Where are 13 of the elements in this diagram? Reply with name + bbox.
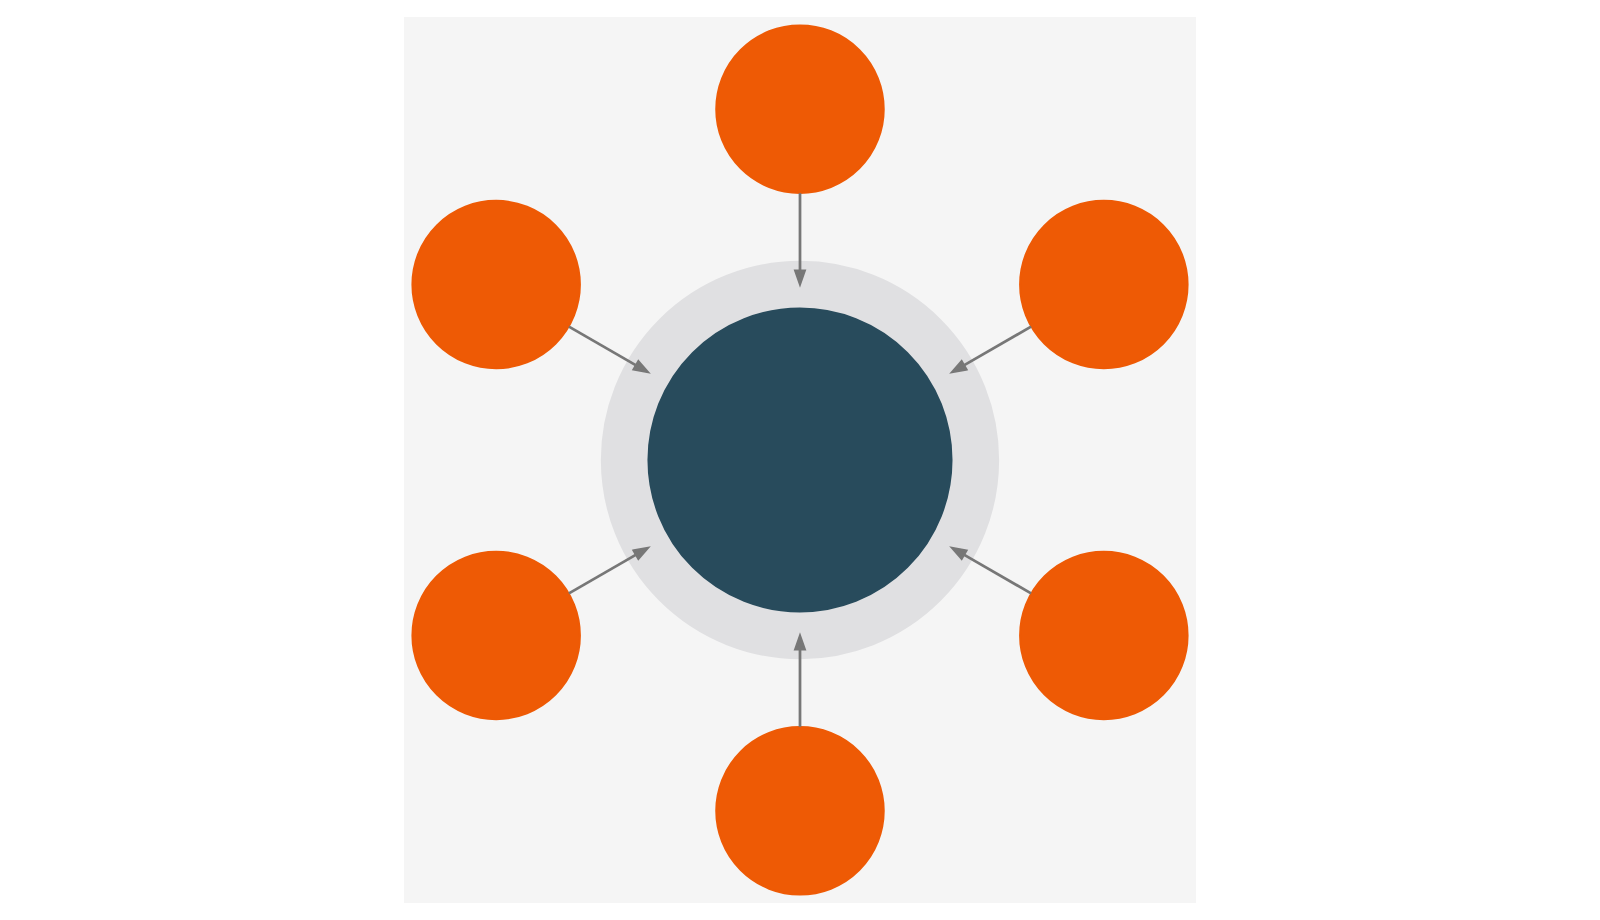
node-circle bbox=[1019, 199, 1189, 370]
node-circle bbox=[715, 24, 885, 194]
arrow bbox=[568, 325, 651, 374]
arrow bbox=[793, 193, 807, 288]
arrow bbox=[949, 325, 1032, 374]
arrow bbox=[568, 546, 651, 595]
node-circle bbox=[600, 260, 1000, 660]
node-circle bbox=[715, 726, 885, 896]
arrow bbox=[949, 546, 1032, 595]
arrow bbox=[793, 632, 807, 727]
node-circle bbox=[1019, 550, 1189, 721]
node-circle bbox=[411, 199, 581, 370]
node-circle bbox=[411, 550, 581, 721]
